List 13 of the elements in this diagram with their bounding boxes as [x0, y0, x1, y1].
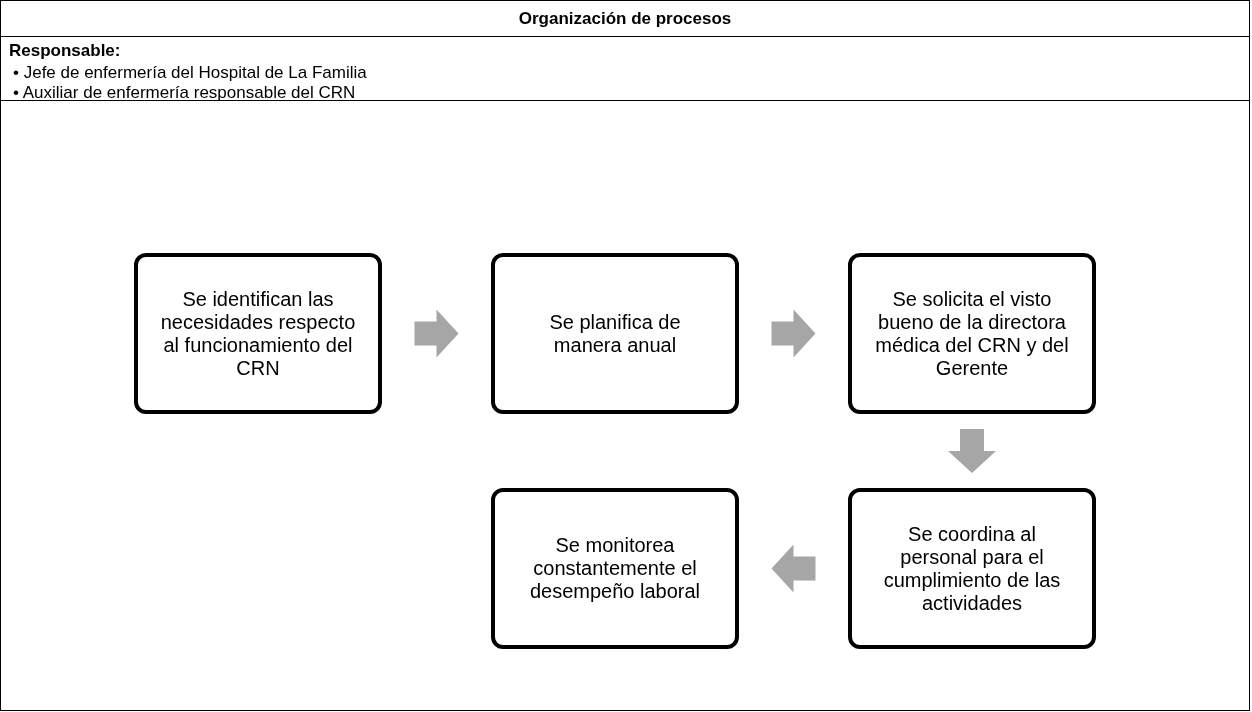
block-arrow — [771, 309, 816, 358]
block-arrow — [414, 309, 459, 358]
title: Organización de procesos — [518, 7, 732, 30]
section-heading: Responsable: — [9, 41, 121, 61]
bullet-item: • Auxiliar de enfermería responsable del CRN — [13, 83, 356, 103]
process-box: Se identifican las necesidades respecto al funcionamiento del CRN — [134, 253, 382, 414]
process-box: Se solicita el visto bueno de la directora médica del CRN y del Gerente — [848, 253, 1096, 414]
process-box: Se planifica de manera anual — [491, 253, 739, 414]
process-box: Se coordina al personal para el cumplimiento de las actividades — [848, 488, 1096, 649]
block-arrow — [771, 544, 816, 593]
block-arrow — [948, 429, 996, 473]
bullet-item: • Jefe de enfermería del Hospital de La Familia — [13, 63, 367, 83]
process-box: Se monitorea constantemente el desempeño laboral — [491, 488, 739, 649]
